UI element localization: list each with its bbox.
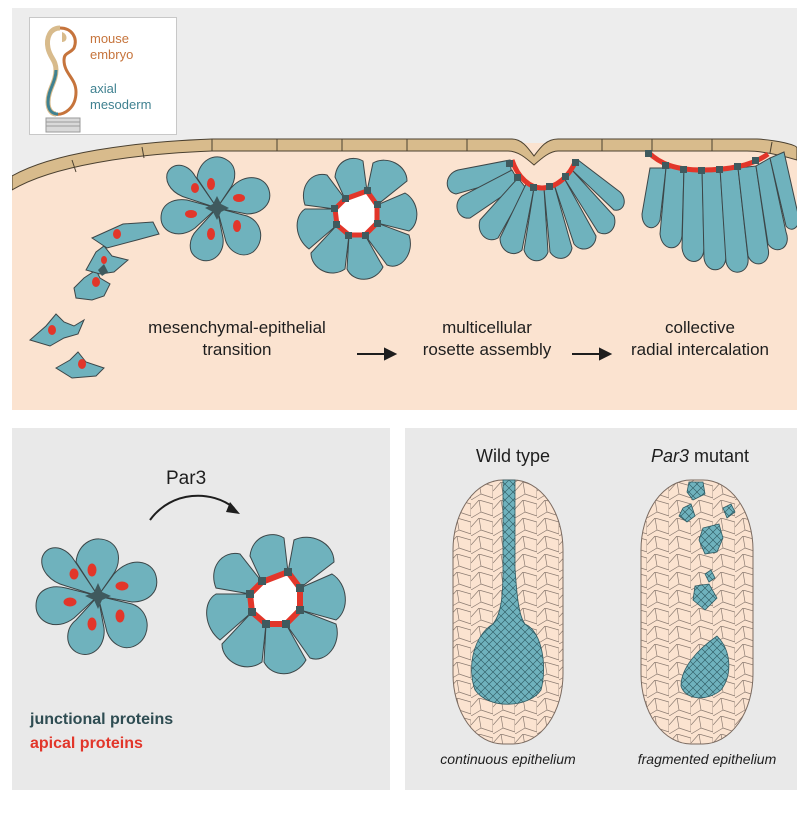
mutant-embryo [641, 480, 753, 744]
mutant-title: Par3 mutant [635, 446, 765, 467]
stage-label-2: multicellular rosette assembly [397, 317, 577, 361]
legend-junctional: junctional proteins [30, 711, 173, 729]
embryo-inset: mouse embryo axial mesoderm [29, 17, 177, 135]
inset-label-mesoderm: mesoderm [90, 97, 151, 113]
curved-arrow-icon [150, 496, 240, 520]
rosette-after [207, 535, 346, 674]
comparison-illustration [405, 428, 797, 790]
wild-type-caption: continuous epithelium [423, 751, 593, 767]
embryo-icon [34, 18, 94, 134]
mutant-caption: fragmented epithelium [619, 751, 795, 767]
stage-2-line-2: rosette assembly [397, 339, 577, 361]
stage-2-line-1: multicellular [397, 317, 577, 339]
inset-label-axial: axial [90, 81, 117, 97]
stage-3-line-1: collective [610, 317, 790, 339]
wild-type-title: Wild type [463, 446, 563, 467]
wild-type-embryo [453, 480, 563, 744]
inset-label-embryo: embryo [90, 47, 133, 63]
rosette-before [36, 539, 157, 655]
stage-3-line-2: radial intercalation [610, 339, 790, 361]
multicellular-rosette [297, 158, 417, 279]
legend-apical: apical proteins [30, 735, 143, 753]
stage-label-1: mesenchymal-epithelial transition [127, 317, 347, 361]
stage-label-3: collective radial intercalation [610, 317, 790, 361]
stage-1-line-2: transition [127, 339, 347, 361]
mutant-title-rest: mutant [689, 446, 749, 466]
inset-label-mouse: mouse [90, 31, 129, 47]
mesoderm-process-panel: mouse embryo axial mesoderm mesenchymal-… [12, 8, 797, 410]
stage-1-line-1: mesenchymal-epithelial [127, 317, 347, 339]
mutant-title-gene: Par3 [651, 446, 689, 466]
par3-function-panel: Par3 junctional proteins apical proteins [12, 428, 390, 790]
comparison-panel: Wild type Par3 mutant continuous epithel… [405, 428, 797, 790]
par3-label: Par3 [166, 468, 206, 490]
